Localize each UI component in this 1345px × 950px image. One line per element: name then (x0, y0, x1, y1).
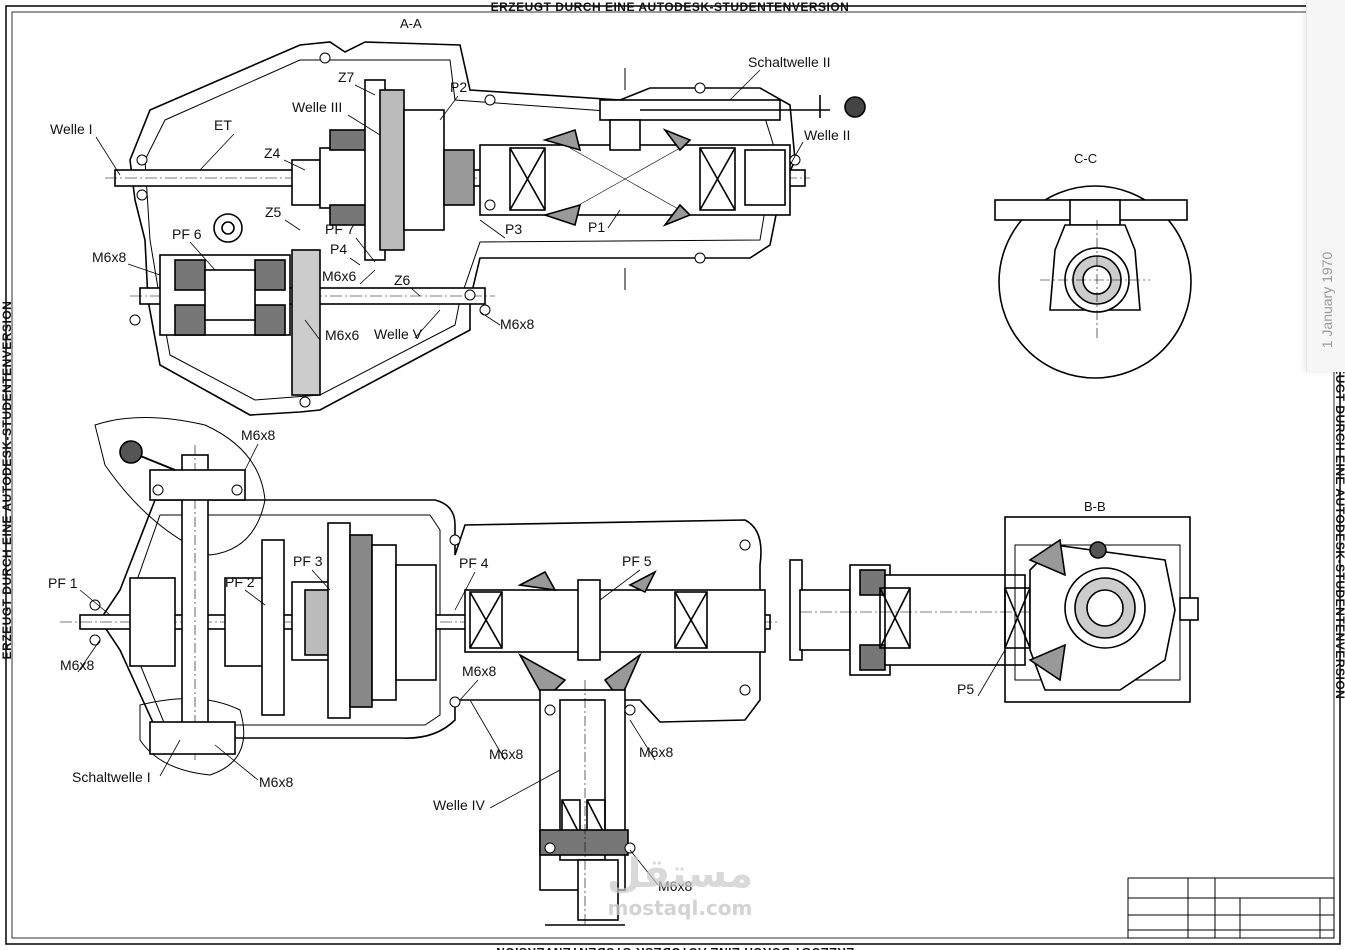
label-p3: P3 (505, 221, 522, 237)
label-pf1: PF 1 (48, 575, 78, 591)
label-m6x8-h: M6x8 (259, 774, 293, 790)
site-watermark: مستقل mostaql.com (590, 852, 770, 932)
title-section-aa: A-A (400, 16, 422, 31)
labels: A-A C-C B-B Welle I ET Welle III Z7 P2 S… (48, 16, 1106, 894)
label-p4: P4 (330, 241, 347, 257)
label-pf4: PF 4 (459, 555, 489, 571)
label-pf3: PF 3 (293, 553, 323, 569)
label-p5: P5 (957, 681, 974, 697)
label-pf6: PF 6 (172, 226, 202, 242)
leader-lines (77, 69, 1006, 886)
label-welle-3: Welle III (292, 99, 342, 115)
label-m6x8-i: M6x8 (658, 878, 692, 894)
label-welle-5: Welle V (374, 326, 423, 342)
title-section-bb: B-B (1084, 499, 1106, 514)
label-m6x8-b: M6x8 (500, 316, 534, 332)
drawing-frame (5, 5, 1341, 945)
label-m6x8-a: M6x8 (92, 249, 126, 265)
watermark-bottom: ERZEUGT DURCH EINE AUTODESK-STUDENTENVER… (496, 945, 855, 950)
label-pf5: PF 5 (622, 553, 652, 569)
label-m6x8-f: M6x8 (489, 746, 523, 762)
label-pf2: PF 2 (225, 574, 255, 590)
date-side-tab[interactable]: 1 January 1970 (1306, 0, 1345, 372)
label-p1: P1 (588, 219, 605, 235)
site-watermark-logo: مستقل (606, 851, 754, 897)
label-m6x8-d: M6x8 (60, 657, 94, 673)
label-schaltwelle-2: Schaltwelle II (748, 54, 830, 70)
label-z4: Z4 (264, 145, 281, 161)
section-view-bb (789, 516, 1199, 703)
label-z6: Z6 (394, 272, 411, 288)
label-schaltwelle-1: Schaltwelle I (72, 769, 151, 785)
label-p2: P2 (450, 79, 467, 95)
main-view-bottom (60, 417, 780, 926)
label-et: ET (214, 117, 232, 133)
watermark-top: ERZEUGT DURCH EINE AUTODESK-STUDENTENVER… (491, 0, 850, 14)
title-block (1127, 877, 1335, 939)
watermark-right: ERZEUGT DURCH EINE AUTODESK-STUDENTENVER… (1333, 341, 1345, 700)
site-watermark-domain: mostaql.com (607, 896, 753, 920)
label-welle-2: Welle II (804, 127, 850, 143)
label-welle-4: Welle IV (433, 797, 486, 813)
label-m6x6-b: M6x6 (325, 327, 359, 343)
label-m6x8-g: M6x8 (639, 744, 673, 760)
label-m6x8-e: M6x8 (462, 663, 496, 679)
label-pf7: PF 7 (325, 221, 355, 237)
title-section-cc: C-C (1074, 151, 1097, 166)
label-z7: Z7 (338, 69, 355, 85)
label-m6x8-c: M6x8 (241, 427, 275, 443)
drawing-inner-frame (11, 11, 1335, 939)
section-view-aa (105, 41, 866, 416)
label-m6x6-a: M6x6 (322, 268, 356, 284)
watermark-left: ERZEUGT DURCH EINE AUTODESK-STUDENTENVER… (0, 301, 14, 660)
label-welle-1: Welle I (50, 121, 93, 137)
date-text: 1 January 1970 (1318, 251, 1335, 349)
label-z5: Z5 (265, 204, 282, 220)
section-view-cc (994, 185, 1192, 379)
